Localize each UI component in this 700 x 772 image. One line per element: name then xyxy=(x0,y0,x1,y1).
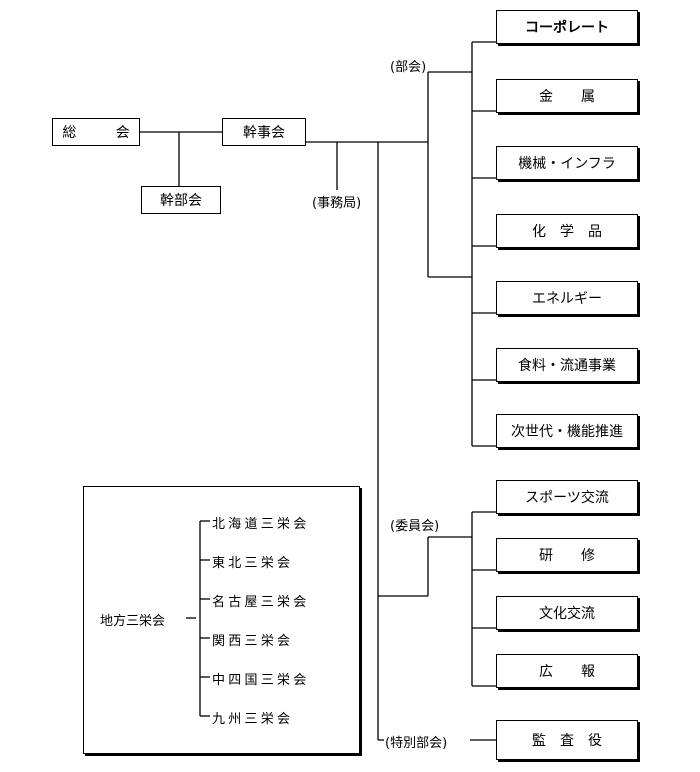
region-kyushu: 九州三栄会 xyxy=(212,712,294,727)
division-machinery-infra-box: 機械・インフラ xyxy=(496,146,638,180)
divisions-label: (部会) xyxy=(390,56,427,75)
committee-culture-box: 文化交流 xyxy=(496,596,638,630)
secretariat-label: (事務局) xyxy=(312,192,362,211)
executive-committee-box: 幹部会 xyxy=(141,186,221,214)
committee-pr-box: 広 報 xyxy=(496,654,638,688)
division-corporate-box: コーポレート xyxy=(496,10,638,44)
auditor-box: 監 査 役 xyxy=(496,720,638,760)
general-meeting-box: 総 会 xyxy=(52,118,140,146)
board-box: 幹事会 xyxy=(222,118,306,146)
region-tohoku: 東北三栄会 xyxy=(212,556,294,571)
committees-label: (委員会) xyxy=(390,515,440,534)
regional-label: 地方三栄会 xyxy=(100,614,166,629)
region-chushikoku: 中四国三栄会 xyxy=(212,673,310,688)
division-next-generation-box: 次世代・機能推進 xyxy=(496,414,638,448)
region-nagoya: 名古屋三栄会 xyxy=(212,595,310,610)
region-kansai: 関西三栄会 xyxy=(212,634,294,649)
division-metals-box: 金 属 xyxy=(496,79,638,113)
regional-frame xyxy=(83,486,360,754)
division-chemicals-box: 化 学 品 xyxy=(496,214,638,248)
division-food-distribution-box: 食料・流通事業 xyxy=(496,348,638,382)
division-energy-box: エネルギー xyxy=(496,281,638,315)
region-hokkaido: 北海道三栄会 xyxy=(212,517,310,532)
committee-sports-box: スポーツ交流 xyxy=(496,480,638,514)
special-label: (特別部会) xyxy=(385,732,448,751)
committee-training-box: 研 修 xyxy=(496,538,638,572)
